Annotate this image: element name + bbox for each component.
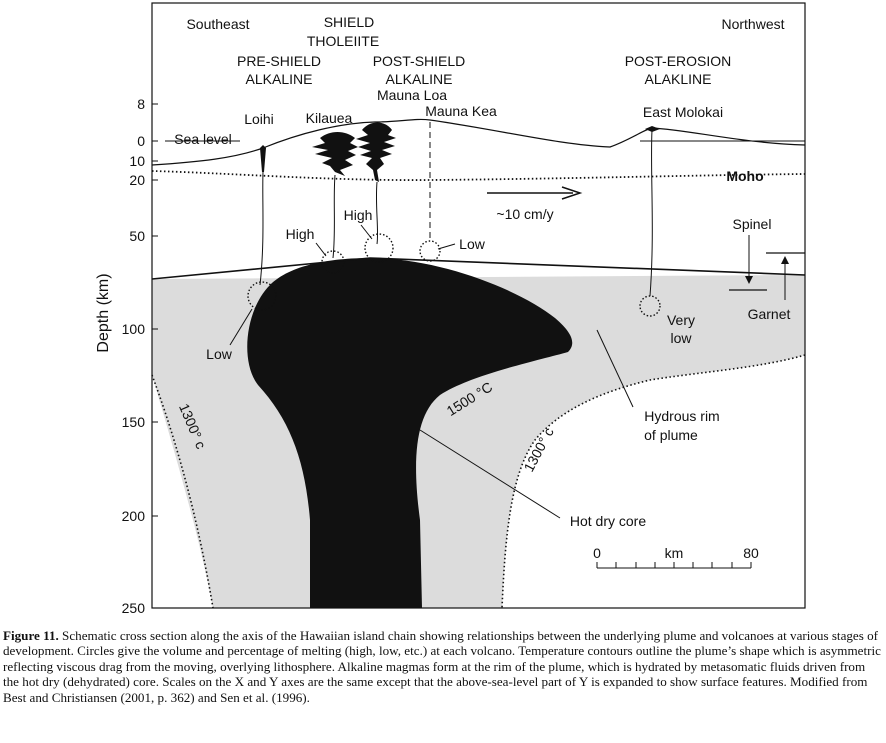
label-shield-1: SHIELD — [324, 14, 375, 30]
conduit-kilauea — [332, 174, 336, 259]
melt-circle-mauna-kea — [419, 240, 441, 262]
melt-circle-east-molokai — [639, 295, 661, 317]
label-pre-shield-1: PRE-SHIELD — [237, 53, 321, 69]
hot-dry-core-region — [247, 258, 573, 608]
y-axis-title: Depth (km) — [95, 273, 112, 352]
loihi-shape — [260, 145, 266, 172]
label-garnet: Garnet — [748, 306, 791, 322]
label-pre-shield-2: ALKALINE — [246, 71, 313, 87]
label-velocity: ~10 cm/y — [496, 206, 553, 222]
leader-low-1 — [229, 308, 253, 346]
label-post-shield-2: ALKALINE — [386, 71, 453, 87]
melt-circle-kilauea — [321, 250, 345, 274]
label-post-erosion-1: POST-EROSION — [625, 53, 732, 69]
y-tick-label: 200 — [122, 508, 146, 524]
y-tick-label: 150 — [122, 414, 146, 430]
label-high-mauna-loa: High — [344, 207, 373, 223]
label-high-kilauea: High — [286, 226, 315, 242]
label-post-shield-1: POST-SHIELD — [373, 53, 466, 69]
y-tick-label: 0 — [137, 133, 145, 149]
y-tick-label: 8 — [137, 96, 145, 112]
cross-section-diagram: 8 0 10 20 50 100 150 200 250 Depth (km) … — [95, 2, 806, 615]
label-very-low: low — [670, 330, 692, 346]
plot-frame — [151, 2, 806, 609]
leader-low-2 — [437, 243, 456, 250]
caption-text: Schematic cross section along the axis o… — [3, 628, 881, 705]
kilauea-magma — [312, 132, 358, 176]
label-loihi: Loihi — [244, 111, 274, 127]
label-hot-dry-core: Hot dry core — [570, 513, 646, 529]
label-spinel: Spinel — [733, 216, 772, 232]
label-low-loihi: Low — [206, 346, 233, 362]
caption-label: Figure 11. — [3, 628, 59, 643]
garnet-arrowhead — [781, 256, 789, 264]
leader-high-1 — [315, 242, 327, 257]
moho-line — [151, 170, 806, 181]
conduit-mauna-loa — [375, 181, 379, 245]
label-northwest: Northwest — [721, 16, 784, 32]
label-mauna-kea: Mauna Kea — [425, 103, 497, 119]
plate-motion-arrowhead — [561, 186, 583, 200]
spinel-arrowhead — [745, 276, 753, 284]
mauna-loa-magma — [356, 122, 396, 182]
isotherm-1300-left — [151, 374, 214, 609]
y-tick-label: 10 — [129, 153, 145, 169]
y-tick-label: 50 — [129, 228, 145, 244]
y-tick-label: 20 — [129, 172, 145, 188]
leader-hot-dry-core — [419, 429, 561, 519]
label-shield-2: THOLEIITE — [307, 33, 379, 49]
y-tick-label: 100 — [122, 321, 146, 337]
isotherm-1300-right — [501, 354, 806, 609]
label-very: Very — [667, 312, 695, 328]
melt-circle-loihi — [247, 281, 277, 311]
y-axis-ticks — [152, 103, 158, 517]
scale-label-80: 80 — [743, 545, 759, 561]
label-sea-level: Sea level — [174, 131, 232, 147]
melt-circle-mauna-loa — [364, 233, 394, 263]
label-hydrous-rim-2: of plume — [644, 427, 698, 443]
label-mauna-loa: Mauna Loa — [377, 87, 447, 103]
label-east-molokai: East Molokai — [643, 104, 723, 120]
label-low-mauna-kea: Low — [459, 236, 486, 252]
label-moho: Moho — [726, 168, 763, 184]
label-hydrous-rim-1: Hydrous rim — [644, 408, 719, 424]
label-southeast: Southeast — [186, 16, 249, 32]
east-molokai-cap — [645, 126, 660, 132]
leader-high-2 — [360, 224, 373, 240]
label-kilauea: Kilauea — [306, 110, 353, 126]
y-tick-label: 250 — [122, 600, 146, 615]
leader-hydrous — [596, 329, 634, 408]
scale-label-0: 0 — [593, 545, 601, 561]
conduit-east-molokai — [649, 129, 653, 297]
conduit-loihi — [259, 171, 264, 286]
scale-label-km: km — [665, 545, 684, 561]
figure-caption: Figure 11. Schematic cross section along… — [3, 628, 883, 705]
label-post-erosion-2: ALAKLINE — [645, 71, 712, 87]
